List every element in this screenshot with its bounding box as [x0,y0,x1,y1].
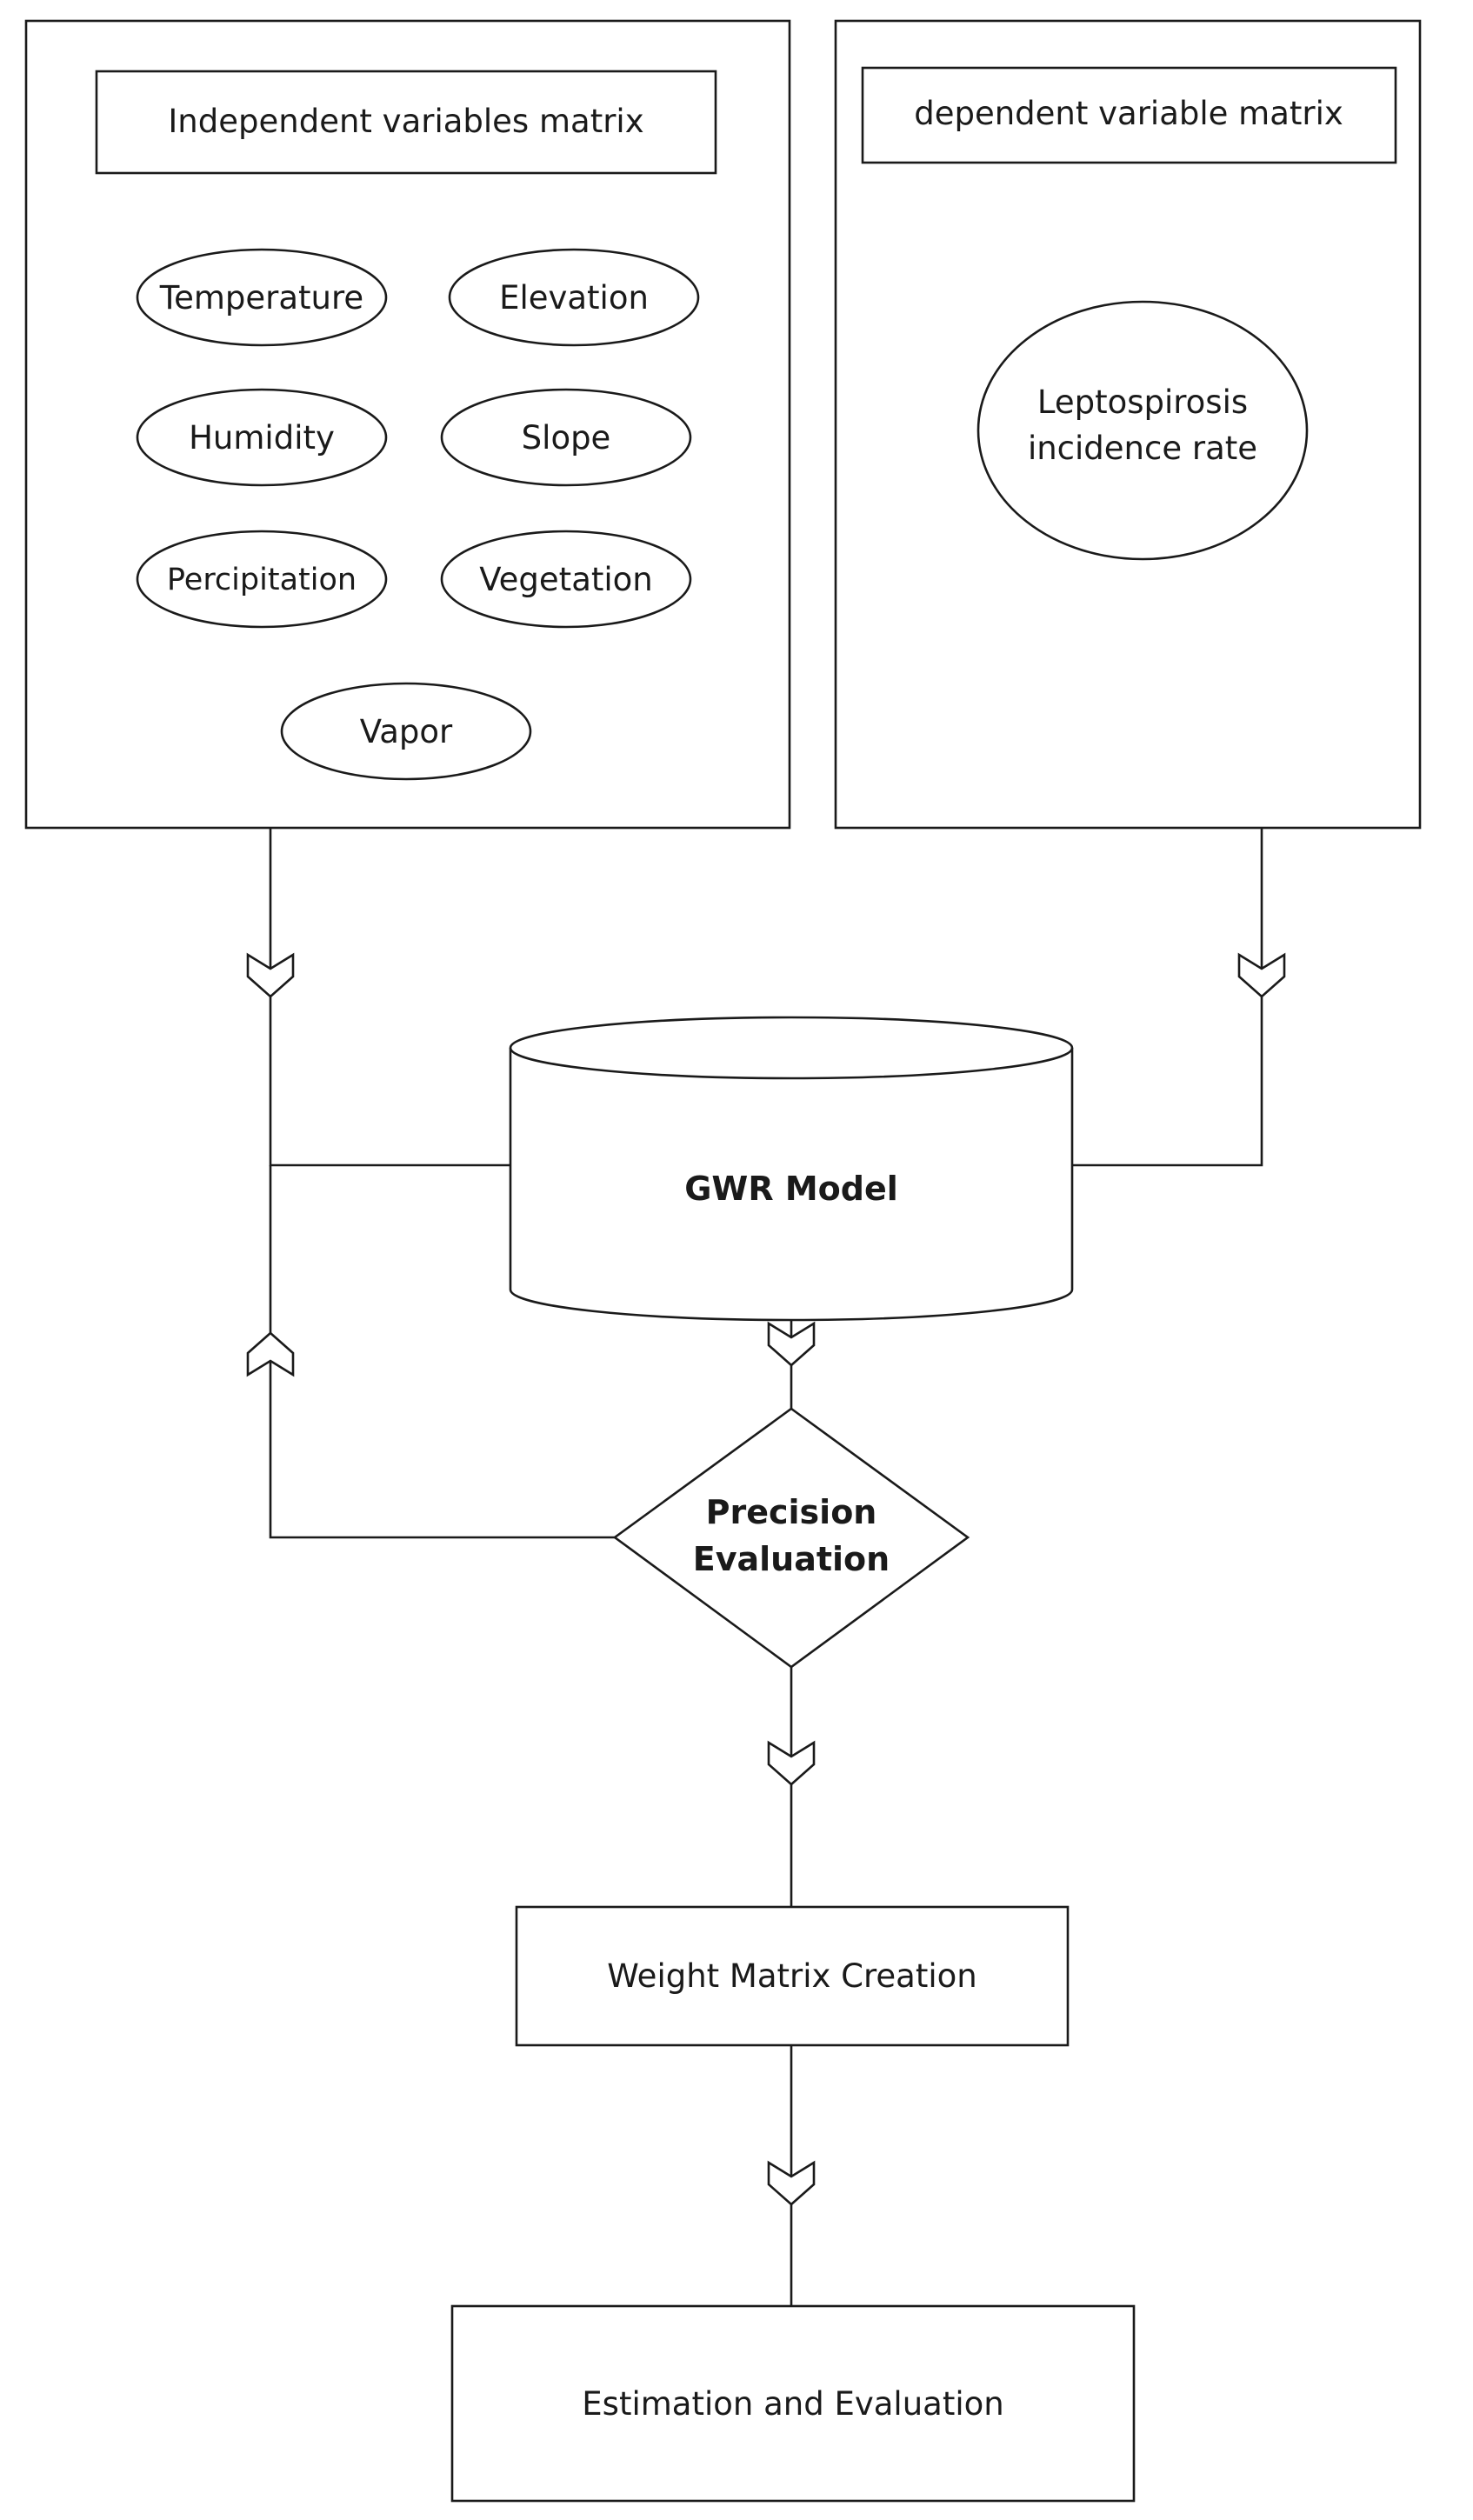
variable-leptospirosis-line1: Leptospirosis [1037,383,1248,421]
dependent-title: dependent variable matrix [914,95,1343,132]
variable-leptospirosis-ellipse [976,300,1309,561]
precision-evaluation-decision: Precision Evaluation [612,1407,970,1669]
variable-vegetation-label: Vegetation [479,561,653,598]
cylinder-body [509,1048,1074,1322]
model-label: GWR Model [684,1170,898,1208]
independent-variables-panel: Independent variables matrix Temperature… [24,19,791,830]
variable-temperature-ellipse [136,248,388,347]
variable-temperature-label: Temperature [159,279,363,317]
variable-humidity-label: Humidity [189,419,335,457]
variable-vegetation-ellipse [440,530,692,629]
dependent-variable-panel: dependent variable matrix Leptospirosis … [834,19,1422,830]
arrow-down-independent [246,952,295,998]
arrow-down-weight [767,2160,816,2206]
variable-vapor-ellipse [280,682,532,781]
independent-title-box [95,70,717,175]
arrow-down-evaluation [767,1740,816,1786]
evaluation-diamond [612,1407,970,1669]
variable-vapor-label: Vapor [360,713,453,750]
variable-slope-label: Slope [522,419,611,457]
independent-title: Independent variables matrix [168,103,643,140]
evaluation-line2: Evaluation [693,1540,890,1578]
estimation-label: Estimation and Evaluation [582,2385,1003,2423]
weight-matrix-box [515,1905,1070,2047]
variable-elevation-ellipse [448,248,700,347]
gwr-model-cylinder: GWR Model [509,1016,1074,1322]
evaluation-feedback-connector [269,1165,615,1539]
arrows [246,952,1286,2206]
variable-humidity-ellipse [136,388,388,487]
independent-to-model-connector [269,828,510,1167]
variable-percipitation-label: Percipitation [167,563,357,597]
cylinder-top [509,1016,1074,1080]
dependent-title-box [861,66,1397,164]
arrow-up-feedback [246,1331,295,1377]
dependent-to-model-connector [1072,828,1263,1167]
estimation-step: Estimation and Evaluation [450,2304,1136,2503]
arrow-down-model [767,1321,816,1367]
weight-matrix-step: Weight Matrix Creation [515,1905,1070,2047]
evaluation-line1: Precision [706,1493,877,1531]
variable-percipitation-ellipse [136,530,388,629]
variable-slope-ellipse [440,388,692,487]
variable-elevation-label: Elevation [499,279,649,317]
arrow-down-dependent [1237,952,1286,998]
weight-matrix-label: Weight Matrix Creation [607,1957,976,1995]
variable-leptospirosis-line2: incidence rate [1028,430,1257,467]
estimation-box [450,2304,1136,2503]
